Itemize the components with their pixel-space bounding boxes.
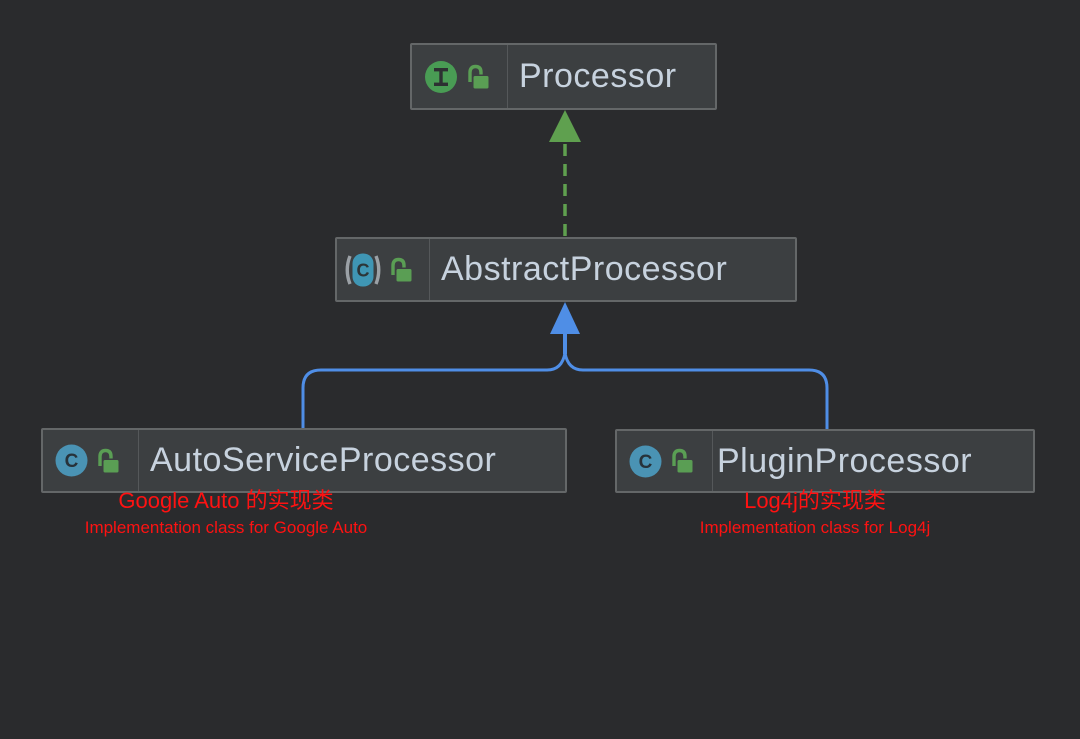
annotation-line-en: Implementation class for Log4j [699, 518, 931, 537]
class-name-label: Processor [519, 57, 677, 95]
extends-arrowhead [550, 302, 580, 334]
node-icon-group: C [43, 430, 139, 491]
class-icon: C [629, 445, 662, 477]
node-icon-group: C [617, 431, 713, 491]
svg-text:C: C [639, 452, 653, 473]
svg-text:C: C [65, 451, 79, 472]
unlocked-icon [468, 64, 489, 88]
class-icon: C [55, 444, 88, 477]
extends-edge-right [563, 351, 829, 431]
class-name-label: AbstractProcessor [441, 250, 728, 288]
node-icon-group: C [337, 239, 430, 300]
extends-edge-left [301, 351, 567, 430]
abstract-class-icon: C [345, 253, 381, 286]
class-node-plugin-processor[interactable]: C PluginProcessor [615, 429, 1035, 493]
svg-text:C: C [357, 260, 370, 280]
annotation-line-zh: Log4j的实现类 [744, 488, 886, 513]
interface-icon [425, 60, 457, 93]
class-node-abstract-processor[interactable]: C AbstractProcessor [335, 237, 797, 302]
node-icon-group [412, 45, 508, 108]
unlocked-icon [672, 448, 693, 473]
unlocked-icon [391, 257, 412, 281]
class-node-auto-service-processor[interactable]: C AutoServiceProcessor [41, 428, 567, 493]
class-node-processor[interactable]: Processor [410, 43, 717, 110]
annotation-line-en: Implementation class for Google Auto [84, 518, 368, 537]
annotation-google-auto: Google Auto 的实现类 Implementation class fo… [46, 488, 406, 537]
unlocked-icon [98, 448, 119, 472]
class-name-label: PluginProcessor [717, 441, 973, 480]
class-name-label: AutoServiceProcessor [150, 441, 497, 479]
implements-arrowhead [549, 110, 581, 142]
annotation-line-zh: Google Auto 的实现类 [118, 488, 334, 513]
annotation-log4j: Log4j的实现类 Implementation class for Log4j [665, 488, 965, 537]
